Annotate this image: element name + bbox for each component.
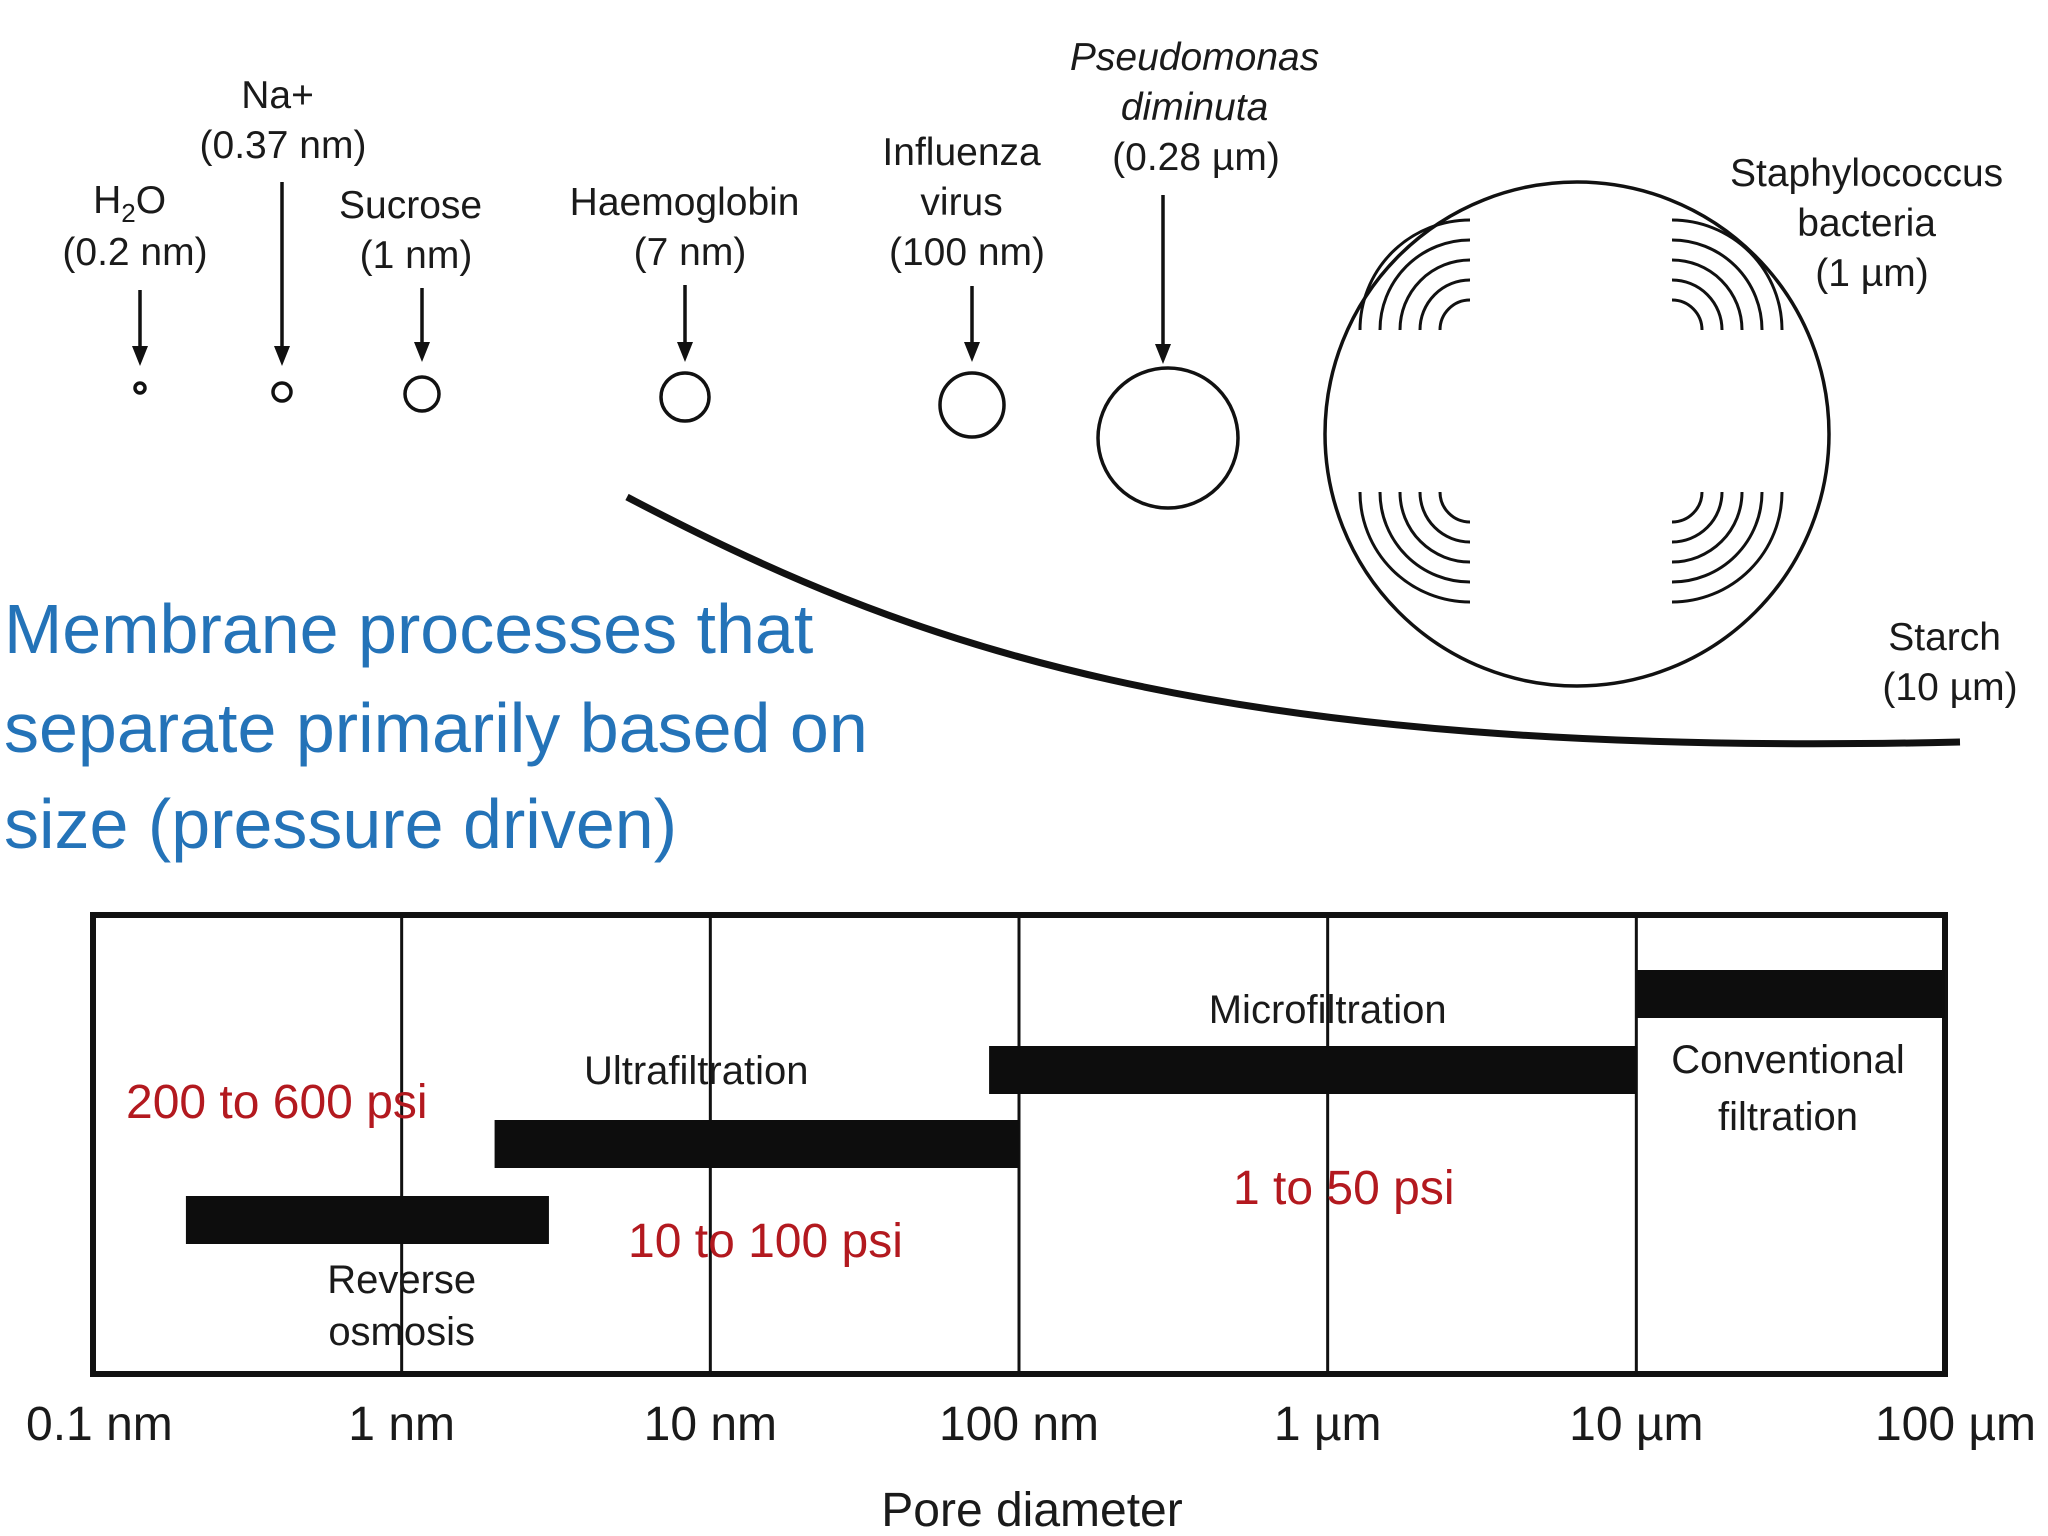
tick-label: 100 µm — [1875, 1398, 2036, 1451]
arrow-head — [1155, 344, 1171, 364]
particle-sucrose: Sucrose (1 nm) — [339, 184, 493, 413]
pressure-label: 1 to 50 psi — [1233, 1162, 1454, 1215]
particle-starch: Starch (10 µm) — [625, 493, 2018, 748]
arrow-head — [132, 346, 148, 366]
caption-line: Membrane processes that — [4, 590, 813, 668]
particle-haemoglobin: Haemoglobin (7 nm) — [570, 181, 811, 423]
particle-label: Sucrose (1 nm) — [339, 184, 493, 277]
pressure-label: 200 to 600 psi — [126, 1076, 428, 1129]
process-label: Ultrafiltration — [584, 1049, 809, 1093]
particle-label: Pseudomonas diminuta (0.28 µm) — [1070, 36, 1330, 179]
particle-circle — [659, 371, 711, 423]
starch-curve — [625, 493, 1961, 748]
particle-na: Na+ (0.37 nm) — [200, 74, 367, 403]
particle-h2o: H2O (0.2 nm) — [62, 179, 208, 395]
process-bars — [185, 970, 1945, 1244]
tick-label: 0.1 nm — [26, 1398, 173, 1451]
particle-circle — [271, 381, 293, 403]
tick-label: 100 nm — [939, 1398, 1099, 1451]
bacteria-texture — [1358, 218, 1784, 604]
particle-circle — [1096, 366, 1240, 510]
caption-line: size (pressure driven) — [4, 785, 677, 863]
particle-circle — [938, 371, 1006, 439]
caption: Membrane processes that separate primari… — [4, 590, 887, 863]
particle-circle — [1323, 180, 1831, 688]
particle-circle — [403, 375, 441, 413]
tick-label: 1 µm — [1274, 1398, 1382, 1451]
process-bar — [989, 1046, 1637, 1094]
process-bar — [494, 1120, 1019, 1168]
particle-label: Staphylococcus bacteria (1 µm) — [1730, 152, 2014, 295]
particle-illustration: H2O (0.2 nm) Na+ (0.37 nm) Sucrose (1 nm… — [62, 36, 2018, 748]
particle-staphylococcus: Staphylococcus bacteria (1 µm) — [1323, 152, 2014, 688]
arrow-head — [677, 342, 693, 362]
x-axis-title: Pore diameter — [881, 1484, 1182, 1536]
tick-label: 1 nm — [348, 1398, 455, 1451]
arrow-head — [414, 342, 430, 362]
caption-line: separate primarily based on — [4, 689, 868, 767]
pressure-label: 10 to 100 psi — [628, 1215, 903, 1268]
particle-pseudomonas: Pseudomonas diminuta (0.28 µm) — [1070, 36, 1330, 510]
process-bar — [1636, 970, 1945, 1018]
axis-tick-labels: 0.1 nm 1 nm 10 nm 100 nm 1 µm 10 µm 100 µm — [26, 1398, 2036, 1451]
particle-circle — [133, 381, 147, 395]
tick-label: 10 nm — [644, 1398, 777, 1451]
particle-label: Influenza virus (100 nm) — [882, 131, 1051, 274]
particle-label: Na+ (0.37 nm) — [200, 74, 367, 167]
particle-influenza: Influenza virus (100 nm) — [882, 131, 1051, 439]
process-bar — [185, 1196, 549, 1244]
tick-label: 10 µm — [1569, 1398, 1703, 1451]
arrow-head — [964, 342, 980, 362]
particle-label: Starch (10 µm) — [1882, 616, 2017, 709]
particle-label: H2O (0.2 nm) — [62, 179, 207, 274]
arrow-head — [274, 346, 290, 366]
particle-label: Haemoglobin (7 nm) — [570, 181, 811, 274]
process-label: Microfiltration — [1209, 988, 1447, 1032]
pressure-labels: 200 to 600 psi 10 to 100 psi 1 to 50 psi — [126, 1076, 1454, 1268]
